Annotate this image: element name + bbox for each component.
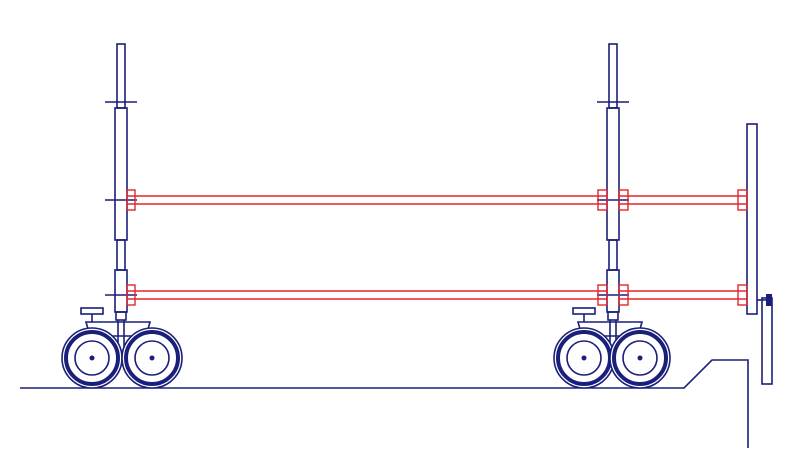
caster-wheel xyxy=(553,327,615,389)
right-end-post xyxy=(746,123,773,385)
ground-profile xyxy=(20,359,749,448)
middle-upright xyxy=(597,43,629,313)
caster-wheel xyxy=(609,327,671,389)
lower-guardrail xyxy=(126,284,748,306)
caster-wheel xyxy=(61,327,123,389)
caster-wheel xyxy=(121,327,183,389)
left-upright xyxy=(105,43,137,313)
upper-guardrail xyxy=(126,189,748,211)
